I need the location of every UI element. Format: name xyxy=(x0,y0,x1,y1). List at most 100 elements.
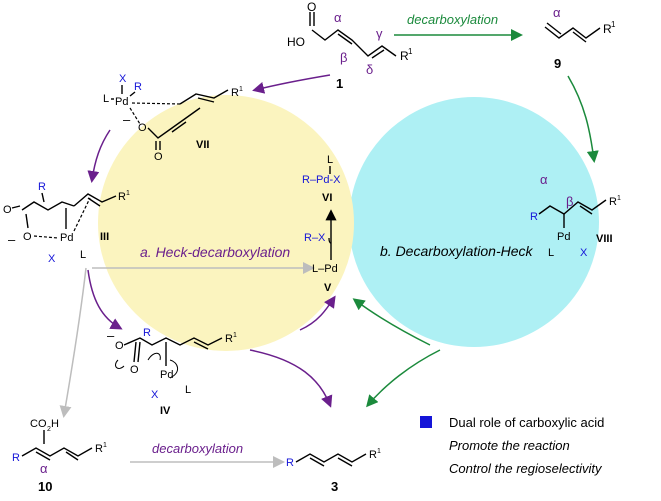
IV-x: X xyxy=(151,389,159,401)
compound-3: R R 1 3 xyxy=(286,448,381,494)
V-l-pd: L–Pd xyxy=(312,263,338,275)
III-minus: – xyxy=(8,232,16,247)
c10-sub2: 2 xyxy=(47,426,51,433)
VII-minus: – xyxy=(123,112,131,127)
IV-label: IV xyxy=(160,405,171,417)
legend-line1: Promote the reaction xyxy=(449,438,570,453)
intermediate-VIII: α β R R 1 Pd L X VIII xyxy=(530,172,621,259)
IV-minus: – xyxy=(107,328,115,343)
arrow-IV-to-3 xyxy=(249,349,333,408)
III-r: R xyxy=(38,181,46,193)
legend: Dual role of carboxylic acid Promote the… xyxy=(420,415,604,476)
legend-marker xyxy=(420,416,432,428)
IV-l: L xyxy=(185,384,191,396)
III-x: X xyxy=(48,253,56,265)
VIII-r1-sup: 1 xyxy=(617,195,621,202)
VIII-r1: R xyxy=(609,196,617,208)
VIII-x: X xyxy=(580,247,588,259)
compound-3-label: 3 xyxy=(331,479,338,494)
III-o: O xyxy=(3,204,12,216)
VII-label: VII xyxy=(196,139,209,151)
cycle-a-label: a. Heck-decarboxylation xyxy=(140,244,290,260)
VII-r1-sup: 1 xyxy=(239,86,243,93)
VI-label: VI xyxy=(322,192,332,204)
VIII-label: VIII xyxy=(596,233,613,245)
compound-9-label: 9 xyxy=(554,56,561,71)
IV-r1-sup: 1 xyxy=(233,332,237,339)
VIII-l: L xyxy=(548,247,554,259)
compound-9-r1-sup: 1 xyxy=(611,20,616,29)
VIII-alpha: α xyxy=(540,172,548,187)
arrow-VII-to-III xyxy=(87,129,111,183)
intermediate-V: L–Pd V xyxy=(312,263,338,294)
c10-h: H xyxy=(51,418,59,430)
cycle-b-label: b. Decarboxylation-Heck xyxy=(380,243,534,259)
c3-r1-sup: 1 xyxy=(377,448,381,455)
arrow-IV-to-V xyxy=(299,295,336,331)
compound-10-label: 10 xyxy=(38,479,52,494)
arrow-III-to-IV xyxy=(87,269,123,330)
compound-1-label: 1 xyxy=(336,76,343,91)
III-label: III xyxy=(100,231,109,243)
bottom-arrow-label: decarboxylation xyxy=(152,441,243,456)
intermediate-VII: X L Pd R R 1 O – O VII xyxy=(103,73,243,163)
IV-o: O xyxy=(115,340,124,352)
c3-r: R xyxy=(286,457,294,469)
c10-co: CO xyxy=(30,418,47,430)
arrow-1-to-VII xyxy=(252,74,331,94)
IV-r1: R xyxy=(225,333,233,345)
VII-o: O xyxy=(138,122,147,134)
III-o2: O xyxy=(23,231,32,243)
delta-label: δ xyxy=(366,62,373,77)
c3-r1: R xyxy=(369,449,377,461)
VII-o2: O xyxy=(154,151,163,163)
VI-l: L xyxy=(327,154,333,166)
VI-r-pd-x: R–Pd-X xyxy=(302,174,341,186)
VII-l: L xyxy=(103,93,109,105)
arrow-cycle-b-to-3 xyxy=(366,349,441,408)
arrow-cycle-b-to-V xyxy=(352,298,431,346)
intermediate-IV: – O O R Pd X L R 1 IV xyxy=(107,327,237,417)
III-r1-sup: 1 xyxy=(126,190,130,197)
r-x-reagent: R–X xyxy=(304,232,326,244)
VIII-r: R xyxy=(530,211,538,223)
compound-9-alpha: α xyxy=(553,5,561,20)
top-arrow-label: decarboxylation xyxy=(407,12,498,27)
c10-r1: R xyxy=(95,443,103,455)
c10-alpha: α xyxy=(40,461,48,476)
VIII-beta: β xyxy=(566,194,573,209)
compound-9-r1: R xyxy=(603,22,612,36)
III-r1: R xyxy=(118,191,126,203)
beta-label: β xyxy=(340,50,347,65)
III-pd: Pd xyxy=(60,232,73,244)
IV-r: R xyxy=(143,327,151,339)
III-l: L xyxy=(80,249,86,261)
IV-o2: O xyxy=(130,364,139,376)
compound-10: CO 2 H R R 1 α 10 xyxy=(12,418,107,494)
atom-r1-sup: 1 xyxy=(408,47,413,56)
c10-r1-sup: 1 xyxy=(103,442,107,449)
arrow-9-to-VIII xyxy=(567,75,599,163)
legend-line2: Control the regioselectivity xyxy=(449,461,603,476)
gamma-label: γ xyxy=(376,26,383,41)
cycle-b-disc xyxy=(349,97,599,347)
compound-1: O HO R 1 α β γ δ 1 xyxy=(287,0,413,91)
c10-r: R xyxy=(12,452,20,464)
VII-r1: R xyxy=(231,87,239,99)
cycle-a-disc xyxy=(98,95,354,351)
VII-x: X xyxy=(119,73,127,85)
VII-pd: Pd xyxy=(115,96,128,108)
VII-r: R xyxy=(134,81,142,93)
atom-o: O xyxy=(307,0,316,14)
legend-title: Dual role of carboxylic acid xyxy=(449,415,604,430)
atom-r1: R xyxy=(400,49,409,63)
atom-ho: HO xyxy=(287,35,305,49)
intermediate-III: R O O – Pd X L R 1 III xyxy=(3,181,130,265)
intermediate-VI: L R–Pd-X VI xyxy=(302,154,341,204)
IV-pd: Pd xyxy=(160,369,173,381)
compound-9: α R 1 9 xyxy=(544,5,616,71)
V-label: V xyxy=(324,282,332,294)
grey-arrow-III-to-10 xyxy=(59,267,87,418)
